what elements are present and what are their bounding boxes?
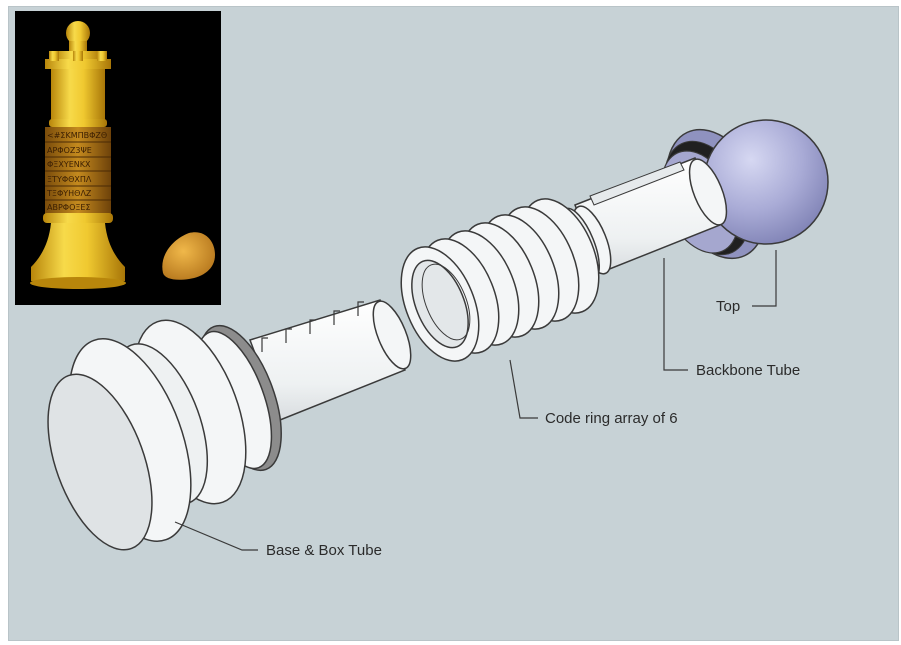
label-code-ring-array: Code ring array of 6 (545, 410, 678, 427)
label-base-box-tube: Base & Box Tube (266, 542, 382, 559)
base-box-tube-part (27, 296, 418, 563)
label-backbone-tube: Backbone Tube (696, 362, 800, 379)
label-top: Top (716, 298, 740, 315)
